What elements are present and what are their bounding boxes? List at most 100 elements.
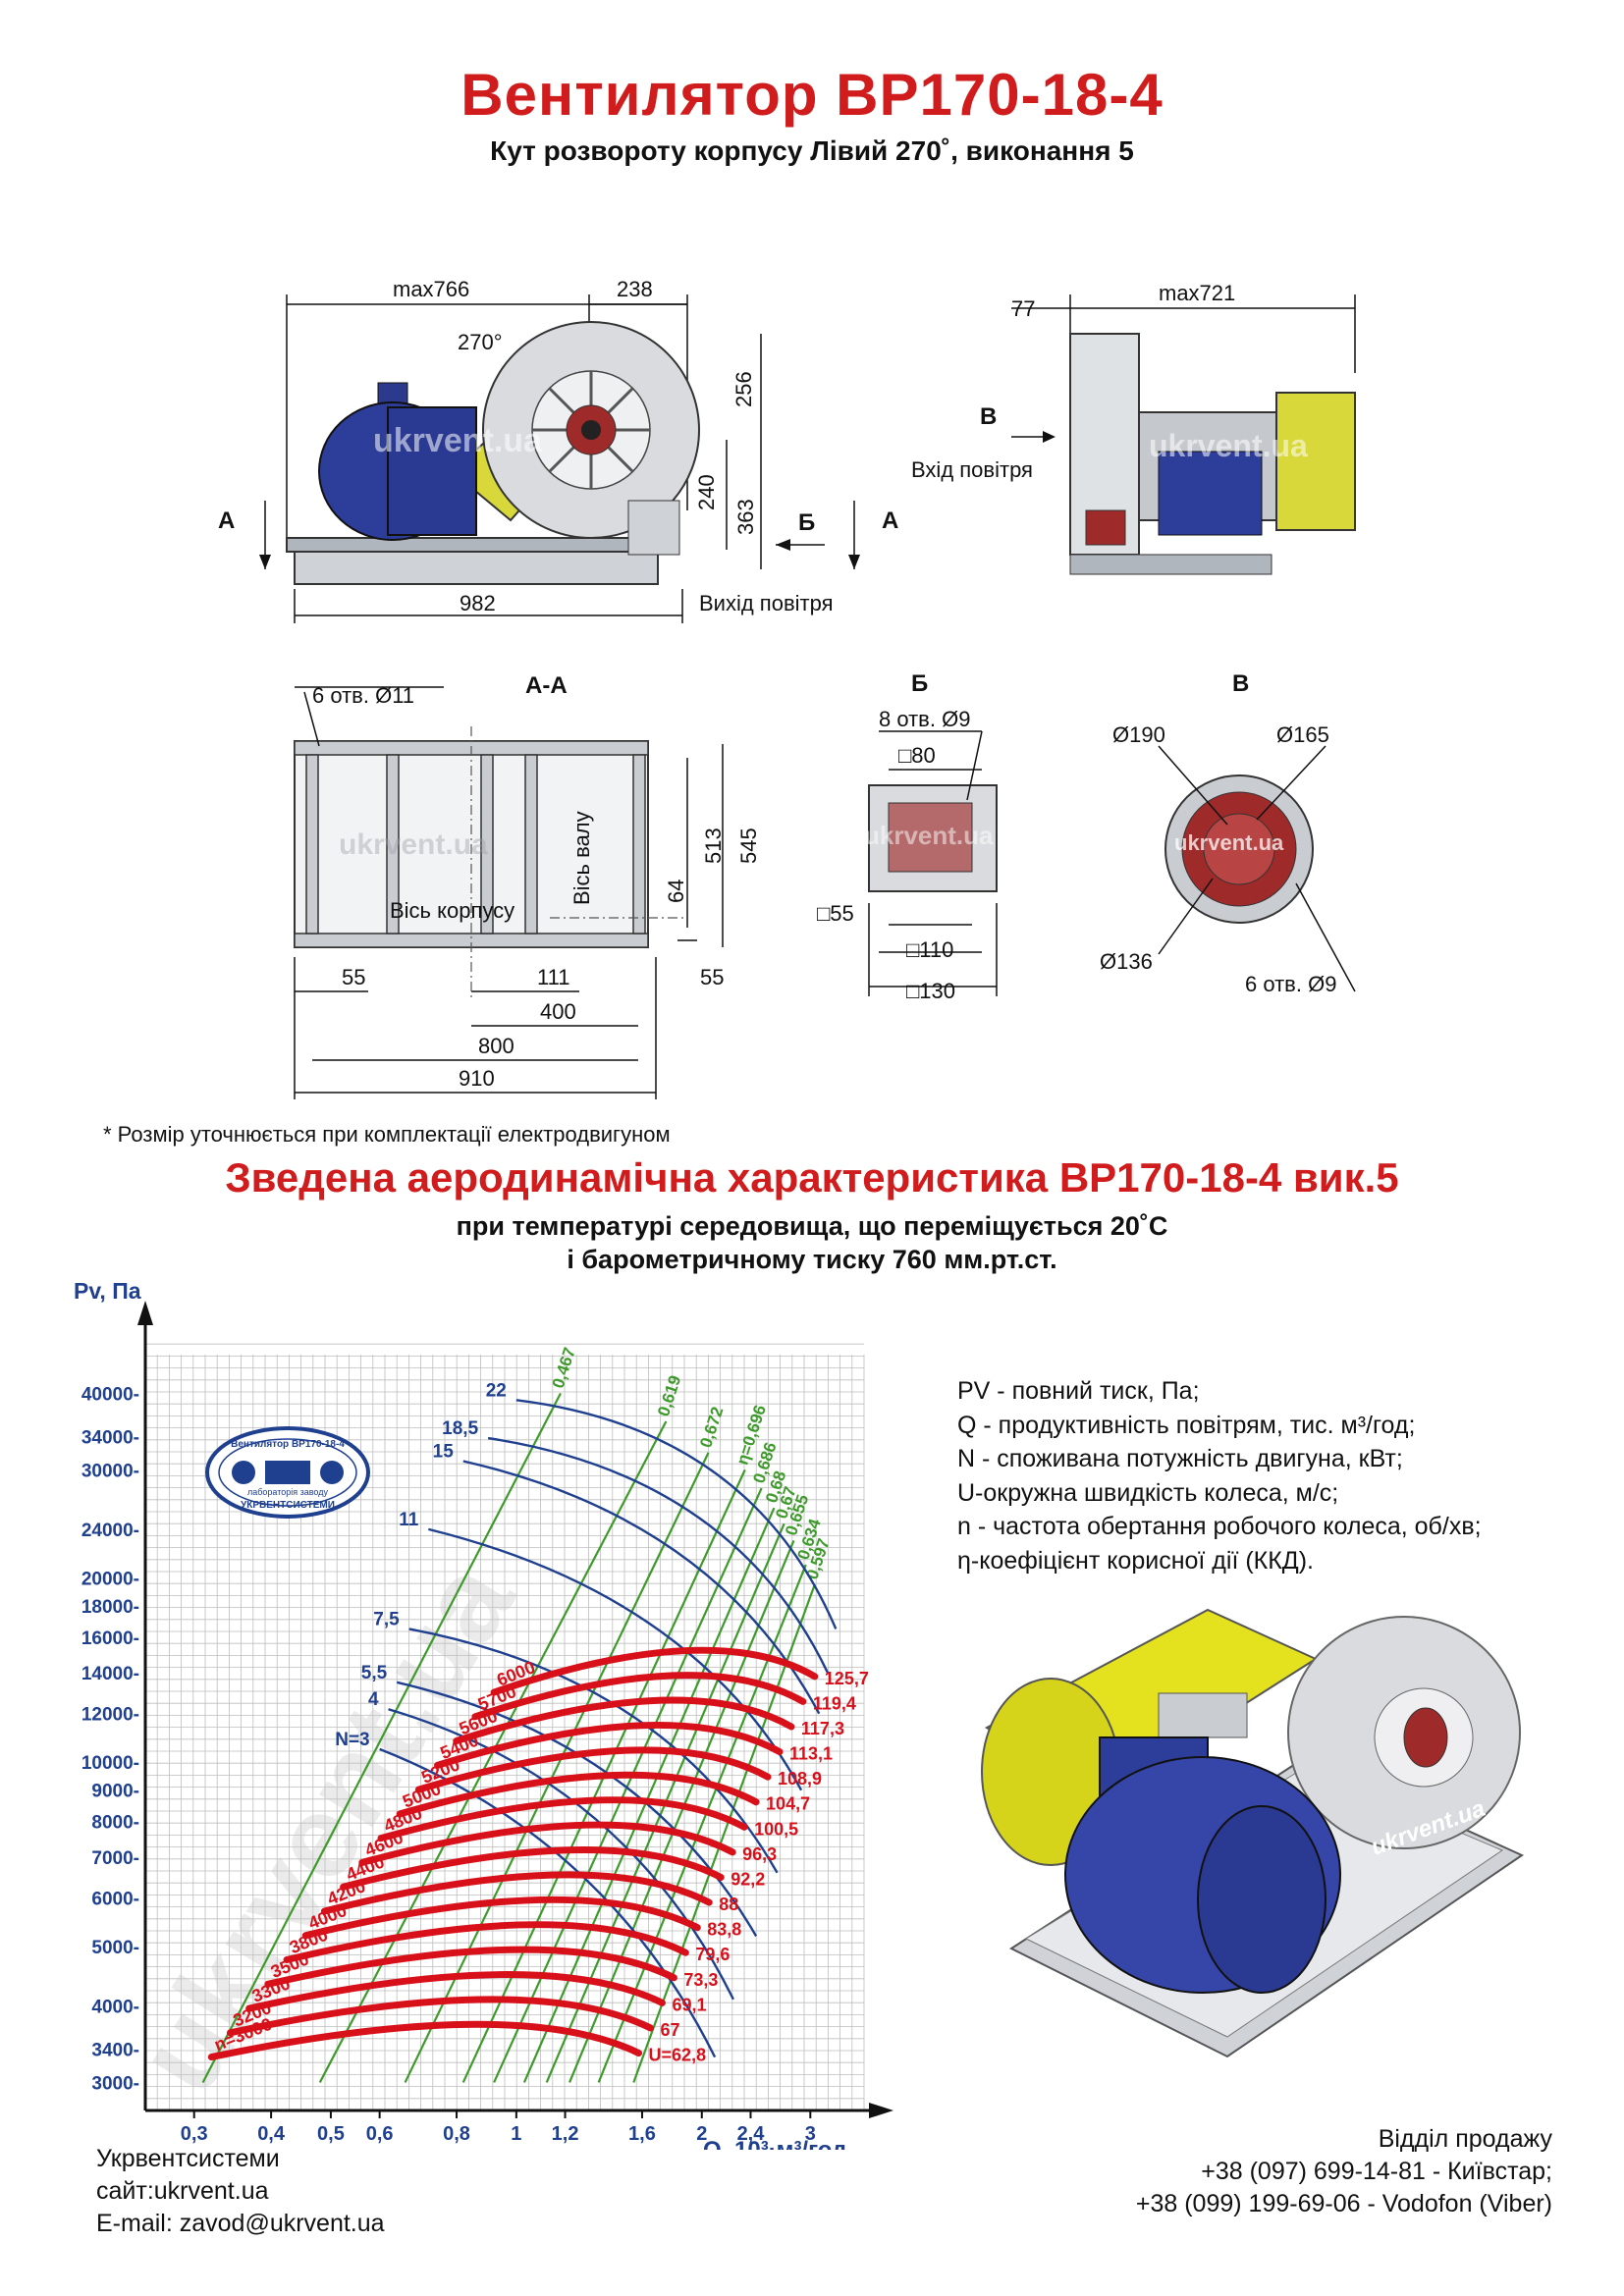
legend-item-rpm: n - частота обертання робочого колеса, о… [957, 1513, 1482, 1540]
view-v-dim-165: Ø165 [1276, 722, 1329, 747]
company-site[interactable]: сайт:ukrvent.ua [96, 2177, 269, 2205]
efficiency-line [632, 1583, 816, 2083]
y-tick-label: 3400- [91, 2041, 139, 2061]
view-b-dim-55: □55 [817, 901, 854, 926]
front-dim-982: 982 [460, 591, 496, 615]
efficiency-line [522, 1507, 776, 2083]
front-view-drawing: max766 238 270° 982 Вихід повітря А А Б … [218, 277, 898, 623]
front-dim-238: 238 [617, 277, 653, 301]
phone-vodafone[interactable]: +38 (099) 199-69-06 - Vodofon (Viber) [1135, 2190, 1552, 2217]
power-curve [515, 1399, 838, 1629]
view-v-watermark: ukrvent.ua [1174, 830, 1284, 855]
view-v-title: В [1232, 670, 1249, 697]
section-aa-dim-400: 400 [540, 999, 576, 1024]
y-tick-label: 9000- [91, 1782, 139, 1802]
section-aa-watermark: ukrvent.ua [339, 828, 488, 861]
speed-curve [245, 1970, 666, 2012]
lab-badge: Вентилятор ВР170-18-4 лабораторія заводу… [205, 1426, 370, 1519]
section-aa-dim-55-right: 55 [700, 965, 724, 989]
speed-curve [471, 1672, 807, 1721]
speed-curve [207, 2020, 643, 2061]
view-v-dim-190: Ø190 [1112, 722, 1165, 747]
contacts-right: Відділ продажу +38 (097) 699-14-81 - Киї… [1136, 2123, 1552, 2220]
efficiency-line [201, 1392, 562, 2083]
power-label: 11 [399, 1510, 419, 1530]
legend-item-n: N - споживана потужність двигуна, кВт; [957, 1445, 1403, 1472]
x-tick-label: 1 [511, 2123, 521, 2145]
front-dim-240: 240 [694, 474, 719, 510]
front-dim-256: 256 [731, 371, 756, 407]
u-label: 100,5 [754, 1819, 798, 1839]
view-v-dim-136: Ø136 [1100, 949, 1153, 974]
aerodynamic-chart: Pv, Па Q, 10³·м³/год ukrvent.ua 3000-340… [74, 1278, 893, 2150]
u-label: 108,9 [778, 1769, 822, 1789]
power-label: N=3 [335, 1730, 369, 1750]
u-label: 88 [719, 1895, 738, 1914]
aero-line1: при температурі середовища, що переміщує… [456, 1211, 1168, 1241]
company-name: Укрвентсистеми [96, 2145, 280, 2172]
section-aa-dim-545: 545 [736, 828, 761, 864]
speed-curve [264, 1946, 677, 1988]
speed-curve [226, 1996, 654, 2037]
y-tick-label: 14000- [81, 1664, 139, 1684]
speed-curve [358, 1821, 736, 1866]
speed-curve [320, 1871, 713, 1915]
section-aa-dim-111: 111 [537, 965, 569, 989]
contacts-left: Укрвентсистеми сайт:ukrvent.ua E-mail: z… [96, 2143, 385, 2240]
chart-axes [137, 1301, 893, 2118]
badge-top: Вентилятор ВР170-18-4 [231, 1439, 345, 1450]
u-label: 73,3 [683, 1970, 718, 1990]
x-tick-label: 1,6 [628, 2123, 656, 2145]
side-dim-77: 77 [1011, 296, 1035, 321]
u-label: 125,7 [825, 1669, 869, 1688]
view-b-watermark: ukrvent.ua [864, 821, 994, 850]
y-tick-label: 20000- [81, 1569, 139, 1589]
x-tick-label: 0,8 [443, 2123, 470, 2145]
speed-curve [340, 1846, 725, 1891]
view-b-dim-80: □80 [898, 743, 936, 768]
y-tick-label: 4000- [91, 1997, 139, 2017]
company-email[interactable]: E-mail: zavod@ukrvent.ua [96, 2210, 385, 2237]
speed-curve [396, 1771, 760, 1818]
power-label: 22 [486, 1380, 507, 1401]
badge-middle: лабораторія заводу [247, 1487, 329, 1497]
x-tick-label: 0,6 [366, 2123, 394, 2145]
page-title: Вентилятор ВР170-18-4 [460, 62, 1164, 128]
u-label: U=62,8 [649, 2046, 707, 2065]
u-label: 67 [660, 2020, 679, 2040]
chart-ylabel: Pv, Па [74, 1278, 141, 1304]
front-watermark: ukrvent.ua [373, 422, 543, 459]
section-aa-body-axis: Вісь корпусу [390, 898, 514, 923]
sales-dept: Відділ продажу [1378, 2125, 1552, 2153]
chart-xlabel: Q, 10³·м³/год [703, 2137, 846, 2150]
section-a-marker-left: А [218, 507, 235, 534]
phone-kyivstar[interactable]: +38 (097) 699-14-81 - Київстар; [1201, 2158, 1552, 2185]
u-label: 96,3 [742, 1844, 777, 1864]
view-b-title: Б [911, 670, 928, 697]
y-tick-label: 10000- [81, 1753, 139, 1774]
efficiency-label: 0,672 [696, 1405, 727, 1450]
y-tick-label: 30000- [81, 1461, 139, 1481]
y-tick-label: 24000- [81, 1521, 139, 1541]
speed-curve [377, 1796, 748, 1842]
speed-curve [414, 1746, 772, 1793]
aero-title: Зведена аеродинамічна характеристика ВР1… [225, 1154, 1399, 1201]
power-label: 5,5 [361, 1663, 388, 1683]
section-aa-drawing: А-А 6 отв. Ø11 Вісь корпусу 55 111 55 40… [294, 672, 761, 1099]
x-tick-label: 0,5 [317, 2123, 345, 2145]
u-label: 92,2 [731, 1869, 765, 1889]
x-tick-label: 3 [805, 2123, 816, 2145]
view-b-drawing: Б 8 отв. Ø9 □80 □55 □110 □130 ukrvent.ua [817, 670, 998, 1003]
side-watermark: ukrvent.ua [1149, 428, 1308, 463]
section-aa-dim-55-left: 55 [342, 965, 365, 989]
speed-curve [301, 1896, 701, 1940]
section-b-marker: Б [798, 509, 815, 536]
y-tick-label: 5000- [91, 1938, 139, 1958]
y-tick-label: 34000- [81, 1427, 139, 1448]
section-aa-title: А-А [525, 672, 568, 699]
view-v-drawing: В Ø190 Ø165 Ø136 6 отв. Ø9 ukrvent.ua [1100, 670, 1356, 996]
y-tick-label: 12000- [81, 1705, 139, 1726]
x-tick-label: 0,4 [257, 2123, 286, 2145]
view-v-marker: В [980, 403, 997, 430]
efficiency-line [493, 1487, 763, 2083]
